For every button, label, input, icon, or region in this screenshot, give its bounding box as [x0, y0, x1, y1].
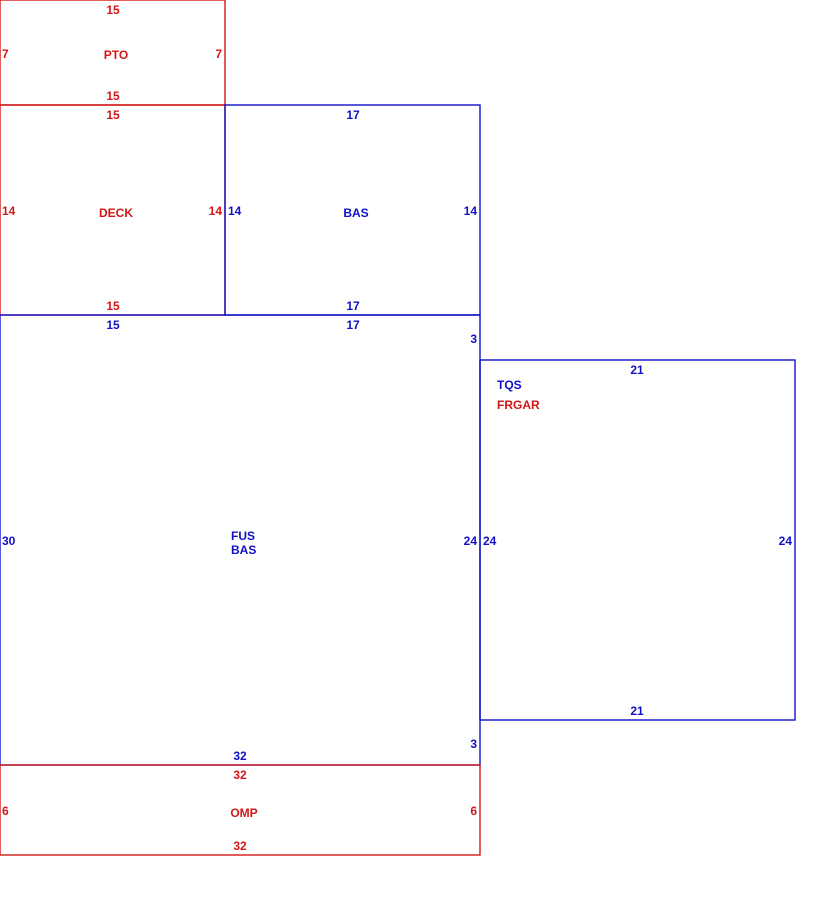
fus-bas-right-top-offset: 3 [470, 332, 477, 346]
bas-upper-right-dimension: 14 [464, 204, 478, 218]
fus-bas-right-dimension: 24 [464, 534, 478, 548]
fus-bas-label-2: BAS [231, 543, 256, 557]
fus-bas-bottom-dimension: 32 [233, 749, 247, 763]
bas-upper-top-dimension: 17 [346, 108, 360, 122]
deck-label: DECK [99, 206, 133, 220]
bas-upper-left-dimension: 14 [228, 204, 242, 218]
fus-bas-left-dimension: 30 [2, 534, 16, 548]
bas-upper-label: BAS [343, 206, 368, 220]
omp-outline [0, 764, 481, 856]
area-fus-bas: 15 17 3 30 24 FUS BAS 3 32 [0, 314, 481, 766]
pto-top-dimension: 15 [106, 3, 120, 17]
tqs-frgar-bottom-dimension: 21 [630, 704, 644, 718]
omp-left-dimension: 6 [2, 804, 9, 818]
area-tqs-frgar: 21 TQS FRGAR 24 24 21 [479, 359, 796, 721]
omp-bottom-dimension: 32 [233, 839, 247, 853]
bas-upper-bottom-dimension: 17 [346, 299, 360, 313]
deck-top-dimension: 15 [106, 108, 120, 122]
tqs-label: TQS [497, 378, 522, 392]
area-pto: 15 PTO 7 7 15 [0, 0, 226, 106]
deck-bottom-dimension: 15 [106, 299, 120, 313]
tqs-frgar-outline [479, 359, 796, 721]
tqs-frgar-right-dimension: 24 [779, 534, 793, 548]
pto-left-dimension: 7 [2, 47, 9, 61]
fus-bas-label-1: FUS [231, 529, 255, 543]
frgar-label: FRGAR [497, 398, 540, 412]
pto-right-dimension: 7 [215, 47, 222, 61]
tqs-frgar-top-dimension: 21 [630, 363, 644, 377]
deck-left-dimension: 14 [2, 204, 16, 218]
omp-right-dimension: 6 [470, 804, 477, 818]
pto-label: PTO [104, 48, 128, 62]
deck-right-dimension: 14 [209, 204, 223, 218]
omp-label: OMP [230, 806, 257, 820]
area-omp: 32 OMP 6 6 32 [0, 764, 481, 856]
fus-bas-top-left-dimension: 15 [106, 318, 120, 332]
fus-bas-right-bottom-offset: 3 [470, 737, 477, 751]
tqs-frgar-left-dimension: 24 [483, 534, 497, 548]
omp-top-dimension: 32 [233, 768, 247, 782]
area-deck: 15 DECK 14 14 15 [0, 104, 226, 316]
area-bas-upper: 17 BAS 14 14 17 [224, 104, 481, 316]
pto-bottom-dimension: 15 [106, 89, 120, 103]
fus-bas-top-right-dimension: 17 [346, 318, 360, 332]
